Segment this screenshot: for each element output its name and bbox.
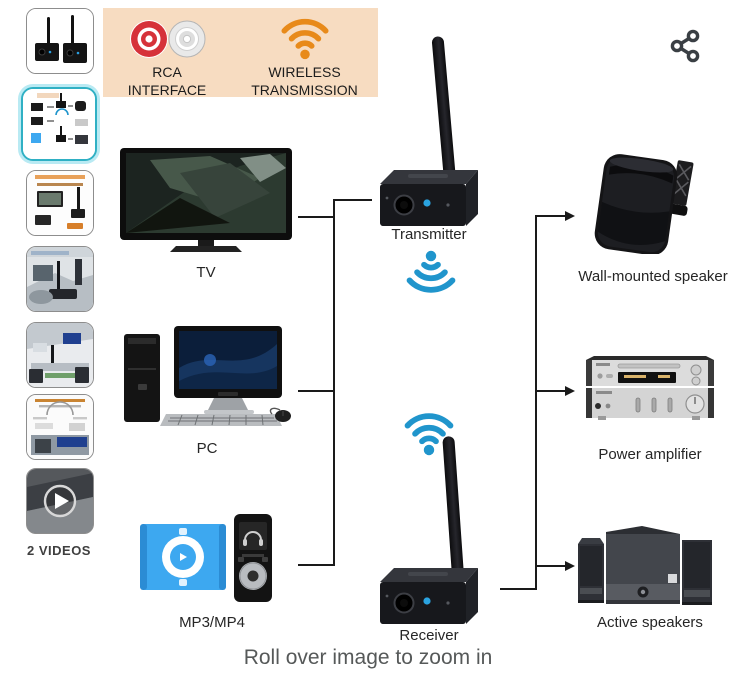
thumbnail-plug-play-art <box>27 395 93 459</box>
thumbnail-setup-diagram[interactable] <box>26 170 94 236</box>
share-button[interactable] <box>666 26 706 66</box>
rca-label-line2: INTERFACE <box>127 82 207 98</box>
thumbnail-conference-art <box>27 323 93 387</box>
tv-connector-line <box>298 216 335 218</box>
videos-count-label: 2 VIDEOS <box>27 543 91 558</box>
feature-banner: RCA INTERFACE WIRELESS TRANSMISSION <box>103 8 378 98</box>
arrow-wall-speaker-head <box>565 211 575 221</box>
output-bus-line <box>535 215 537 589</box>
main-product-image[interactable]: TV PC <box>100 36 736 645</box>
tv-illustration <box>120 148 292 252</box>
arrow-amplifier-line <box>535 390 565 392</box>
wifi-signal-down-icon <box>406 250 456 293</box>
rca-feature: RCA INTERFACE <box>103 8 231 98</box>
thumbnail-plug-and-play[interactable] <box>26 394 94 460</box>
arrow-wall-speaker-line <box>535 215 565 217</box>
transmitter-illustration <box>380 170 478 226</box>
receiver-label: Receiver <box>399 627 459 644</box>
share-icon <box>670 29 700 63</box>
power-amplifier-illustration <box>586 356 714 420</box>
active-speakers-label: Active speakers <box>597 614 703 631</box>
wifi-orange-icon <box>281 18 329 60</box>
arrow-active-speakers-line <box>535 565 565 567</box>
tv-label: TV <box>196 264 216 281</box>
thumbnail-product-pair-art <box>27 9 93 73</box>
source-bus-line <box>333 199 335 566</box>
mp3-mp4-illustration <box>140 514 272 602</box>
wireless-feature: WIRELESS TRANSMISSION <box>231 8 378 98</box>
pc-label: PC <box>196 440 218 457</box>
receiver-to-bus-line <box>500 588 537 590</box>
wall-speaker-label: Wall-mounted speaker <box>578 268 728 285</box>
rca-label-line1: RCA <box>152 64 182 80</box>
active-speakers-illustration <box>578 526 712 605</box>
thumbnail-video[interactable] <box>26 468 94 534</box>
transmitter-label: Transmitter <box>391 226 467 243</box>
video-play-icon <box>27 469 93 533</box>
bus-to-transmitter-line <box>333 199 372 201</box>
thumbnail-diagram-art <box>23 89 95 159</box>
arrow-amplifier-head <box>565 386 575 396</box>
power-amplifier-label: Power amplifier <box>598 446 702 463</box>
thumbnail-setup-art <box>27 171 93 235</box>
thumbnail-living-room-art <box>27 247 93 311</box>
receiver-antenna <box>442 435 464 577</box>
thumbnail-product-pair[interactable] <box>26 8 94 74</box>
thumbnail-living-room[interactable] <box>26 246 94 312</box>
thumbnail-connection-diagram[interactable] <box>21 87 97 161</box>
transmitter-antenna <box>431 36 456 181</box>
wifi-signal-up-icon <box>404 413 454 456</box>
arrow-active-speakers-head <box>565 561 575 571</box>
rca-connectors-icon <box>130 20 206 58</box>
thumbnail-conference-room[interactable] <box>26 322 94 388</box>
mp3-connector-line <box>298 564 335 566</box>
mp3-label: MP3/MP4 <box>179 614 245 631</box>
receiver-illustration <box>380 568 478 624</box>
pc-illustration <box>124 326 291 426</box>
rollover-zoom-hint: Roll over image to zoom in <box>243 646 493 669</box>
wall-speaker-illustration <box>594 154 694 254</box>
pc-connector-line <box>298 390 335 392</box>
wireless-label-line1: WIRELESS <box>268 64 341 80</box>
wireless-label-line2: TRANSMISSION <box>251 82 358 98</box>
